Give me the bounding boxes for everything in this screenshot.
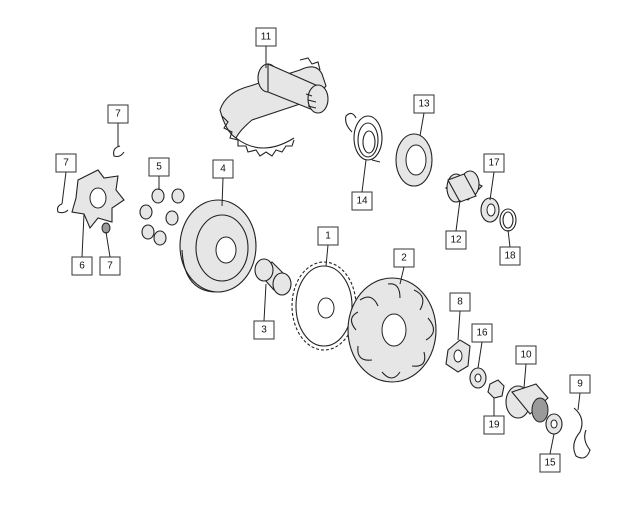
callout-12: 12 bbox=[445, 230, 467, 250]
callout-14-label: 14 bbox=[356, 196, 368, 207]
part-8-hub bbox=[445, 339, 471, 373]
callout-11: 11 bbox=[255, 27, 277, 47]
callout-4-label: 4 bbox=[220, 164, 226, 175]
callout-10-label: 10 bbox=[520, 350, 532, 361]
callout-5: 5 bbox=[148, 157, 170, 177]
callout-16-label: 16 bbox=[476, 328, 488, 339]
part-6-ramp-plate bbox=[71, 169, 125, 230]
callout-13: 13 bbox=[413, 94, 435, 114]
callout-7-bottom-label: 7 bbox=[107, 261, 113, 272]
callout-10: 10 bbox=[515, 345, 537, 365]
part-19-nut bbox=[487, 379, 505, 399]
part-2-fan bbox=[347, 277, 437, 383]
callout-8-label: 8 bbox=[457, 297, 463, 308]
callout-15: 15 bbox=[539, 453, 561, 473]
callout-8: 8 bbox=[449, 292, 471, 312]
part-7-clips bbox=[56, 145, 125, 234]
part-14-spring bbox=[345, 112, 383, 163]
callout-2: 2 bbox=[393, 248, 415, 268]
part-12-bushing bbox=[444, 170, 483, 203]
callout-17-label: 17 bbox=[488, 158, 500, 169]
callout-7-bottom: 7 bbox=[99, 256, 121, 276]
callout-16: 16 bbox=[471, 323, 493, 343]
callout-9-label: 9 bbox=[577, 379, 583, 390]
callout-19: 19 bbox=[483, 415, 505, 435]
part-18-circlip bbox=[499, 208, 517, 232]
callout-14: 14 bbox=[351, 191, 373, 211]
part-13-washer bbox=[395, 133, 433, 187]
part-9-wire-clip bbox=[573, 407, 591, 459]
part-5-rollers bbox=[139, 188, 185, 246]
callout-2-label: 2 bbox=[401, 253, 407, 264]
callout-1: 1 bbox=[317, 226, 339, 246]
leader-lines bbox=[61, 46, 581, 455]
callout-9: 9 bbox=[569, 374, 591, 394]
callout-7-left-label: 7 bbox=[63, 158, 69, 169]
part-3-spacer bbox=[254, 258, 292, 296]
callout-7-left: 7 bbox=[55, 153, 77, 173]
callout-19-label: 19 bbox=[488, 420, 500, 431]
part-16-washer bbox=[469, 367, 487, 389]
callout-7-top-label: 7 bbox=[115, 109, 121, 120]
callout-4: 4 bbox=[212, 159, 234, 179]
callout-6-label: 6 bbox=[79, 261, 85, 272]
callout-6: 6 bbox=[71, 256, 93, 276]
callout-1-label: 1 bbox=[325, 231, 331, 242]
part-10-drive-assembly bbox=[505, 383, 549, 423]
part-11-kick-shaft bbox=[219, 57, 329, 157]
part-17-ring bbox=[480, 197, 500, 223]
callout-7-top: 7 bbox=[107, 104, 129, 124]
callout-18-label: 18 bbox=[504, 251, 516, 262]
part-15-washer bbox=[545, 413, 563, 435]
callout-3-label: 3 bbox=[261, 325, 267, 336]
callout-17: 17 bbox=[483, 153, 505, 173]
callout-18: 18 bbox=[499, 246, 521, 266]
callout-15-label: 15 bbox=[544, 458, 556, 469]
callout-11-label: 11 bbox=[261, 32, 272, 43]
part-4-pulley bbox=[179, 199, 257, 293]
callout-13-label: 13 bbox=[418, 99, 430, 110]
callout-12-label: 12 bbox=[450, 235, 462, 246]
callout-3: 3 bbox=[253, 320, 275, 340]
part-1-gear-ring bbox=[291, 261, 357, 351]
callout-5-label: 5 bbox=[156, 162, 162, 173]
